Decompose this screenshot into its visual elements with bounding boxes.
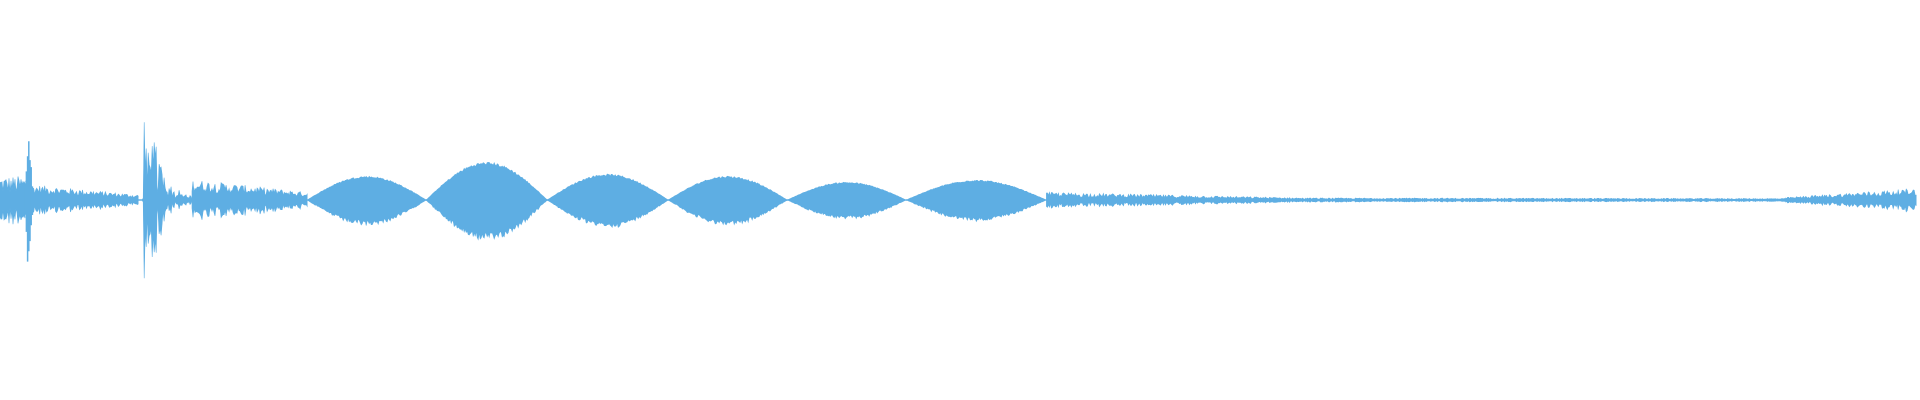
waveform-spike-1 — [24, 141, 34, 262]
waveform-lobe-6 — [905, 179, 1047, 223]
waveform-tail-2 — [1305, 197, 1786, 203]
waveform-lobe-3 — [546, 173, 669, 228]
waveform-lobe-5 — [786, 181, 907, 220]
waveform-noise-1 — [30, 185, 139, 215]
waveform-segments — [0, 122, 1917, 279]
waveform-end-swell — [1785, 188, 1917, 213]
waveform-burst-2 — [137, 122, 193, 279]
waveform-lobe-4 — [667, 175, 788, 226]
waveform-noise-2 — [191, 181, 308, 220]
waveform-lobe-2 — [425, 161, 548, 241]
waveform-tail-1 — [1046, 191, 1306, 209]
waveform-lobe-1 — [306, 175, 427, 226]
waveform-onset-noise — [0, 176, 26, 225]
